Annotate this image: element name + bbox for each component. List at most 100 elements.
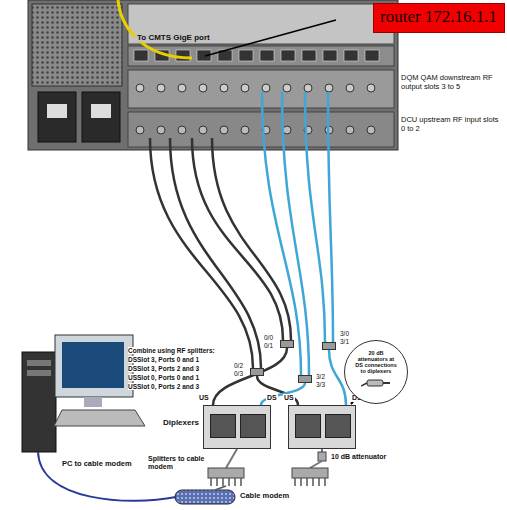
gige-port (344, 50, 358, 61)
splitter-port (240, 478, 242, 486)
gige-cable (118, 0, 192, 58)
rf-splitter: 3/03/1 (322, 342, 336, 350)
callout-text: 20 dB attenuators at DS connections to d… (354, 350, 398, 374)
gige-port (302, 50, 316, 61)
gige-port (323, 50, 337, 61)
modem-splitters (226, 449, 237, 468)
pc (27, 370, 51, 376)
router-link (205, 20, 336, 56)
rf-connector (283, 84, 291, 92)
rf-splitter: 3/23/3 (298, 375, 312, 383)
rf-connector (157, 84, 165, 92)
rf-connector (346, 84, 354, 92)
rf-connector (178, 84, 186, 92)
rf-connector (241, 126, 249, 134)
splitter-port (216, 478, 218, 486)
rf-cable (213, 348, 287, 405)
splitter-port (234, 478, 236, 486)
rf-connector (220, 126, 228, 134)
diplexer-panel (210, 414, 236, 438)
attenuator-body (367, 380, 383, 386)
router-link (205, 20, 336, 56)
port-label: 0/3 (233, 370, 244, 377)
rf-connector (178, 126, 186, 134)
annotation-label: DSSlot 3, Ports 2 and 3 (128, 365, 199, 372)
downstream-cables (262, 92, 333, 375)
gige-port (260, 50, 274, 61)
gige-port (281, 50, 295, 61)
rf-connector (157, 126, 165, 134)
port-label: 0/1 (263, 342, 274, 349)
splitter-port (210, 478, 212, 486)
cable-modem (175, 490, 235, 504)
cable-modem (215, 486, 226, 490)
cmts-chassis (28, 0, 398, 150)
modem-splitters (310, 461, 322, 468)
downstream-cables (328, 92, 333, 342)
cmts-chassis (91, 104, 111, 118)
port-label: US (198, 394, 210, 402)
rf-connector (199, 126, 207, 134)
upstream-cables (192, 138, 283, 340)
callout-circle: 20 dB attenuators at DS connections to d… (344, 340, 408, 404)
annotation-label: DQM QAM downstream RF output slots 3 to … (401, 74, 501, 91)
router-label: router 172.16.1.1 (374, 4, 504, 31)
cmts-chassis (128, 4, 394, 44)
rf-splitter: 0/20/3 (250, 368, 264, 376)
annotation-label: To CMTS GigE port (135, 33, 212, 42)
upstream-cables (150, 138, 291, 368)
gige-cable (118, 0, 192, 58)
splitter-port (222, 478, 224, 486)
diplexer-panel (295, 414, 321, 438)
port-label: US (283, 394, 295, 402)
rf-connector (136, 126, 144, 134)
pc (22, 352, 56, 452)
cmts-chassis (128, 112, 394, 147)
rf-connectors (136, 84, 375, 134)
diplexer: USDS (203, 405, 271, 449)
port-label: 0/2 (233, 362, 244, 369)
annotation-label: USSlot 0, Ports 2 and 3 (128, 383, 199, 390)
gige-port (134, 50, 148, 61)
modem-splitters (318, 452, 326, 461)
splitter-port (294, 478, 296, 486)
cmts-chassis (28, 0, 398, 150)
rf-connector (367, 84, 375, 92)
port-label: DS (266, 394, 278, 402)
upstream-cables (150, 138, 253, 368)
port-label: 0/0 (263, 334, 274, 341)
diplexer-panel (325, 414, 351, 438)
rf-connector (220, 84, 228, 92)
cmts-chassis (82, 92, 120, 142)
pc (27, 360, 51, 366)
rf-cable (261, 383, 305, 405)
rf-connector (283, 126, 291, 134)
port-label: 3/3 (315, 381, 326, 388)
pc (84, 397, 102, 407)
modem-splitters (208, 449, 328, 486)
gige-port (365, 50, 379, 61)
annotation-label: PC to cable modem (62, 460, 132, 469)
port-label: 3/2 (315, 373, 326, 380)
rf-connector (367, 126, 375, 134)
diplexer: USDS (288, 405, 356, 449)
rf-connector (136, 84, 144, 92)
splitter-port (306, 478, 308, 486)
rf-connector (325, 84, 333, 92)
downstream-cables (305, 92, 325, 342)
splitter-port (312, 478, 314, 486)
attenuator-pin (383, 382, 390, 384)
rf-connector (346, 126, 354, 134)
gige-port (239, 50, 253, 61)
downstream-cables (262, 92, 301, 375)
annotation-label: DSSlot 3, Ports 0 and 1 (128, 356, 199, 363)
annotation-label: DCU upstream RF input slots 0 to 2 (401, 116, 501, 133)
rf-cable (329, 350, 346, 405)
modem-splitters (208, 468, 244, 478)
rf-connector (262, 84, 270, 92)
annotation-label: 10 dB attenuator (331, 453, 386, 461)
pc (62, 342, 124, 388)
cmts-chassis (47, 104, 67, 118)
diplexer-panel (240, 414, 266, 438)
